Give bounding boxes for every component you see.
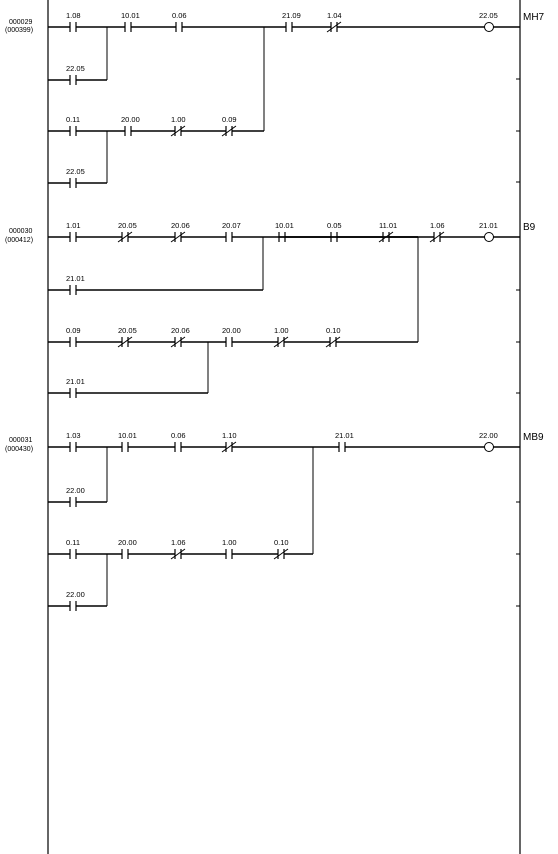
rung2-branch0-contact3-label: 1.10 [222, 431, 237, 440]
rung2-branch2-contact0-label: 0.11 [66, 538, 80, 547]
rung-step-0: 000029 [9, 19, 32, 26]
rung0-branch2-contact2-label: 1.00 [171, 115, 186, 124]
rung2-branch2-contact4-label: 0.10 [274, 538, 289, 547]
rung1-coil-label: 21.01 [479, 221, 498, 230]
rung0-series-contact1-nc-slash [326, 21, 342, 33]
rung2-branch1-contact0-label: 22.00 [66, 486, 85, 495]
rung1-branch2-contact2-nc-slash [170, 336, 186, 348]
rung0-branch2-contact0-label: 0.11 [66, 115, 80, 124]
rung0-series-contact0-label: 21.09 [282, 11, 301, 20]
rung1-series-contact0-label: 10.01 [275, 221, 294, 230]
rung0-branch0-contact2-label: 0.06 [172, 11, 187, 20]
rung0-coil-label: 22.05 [479, 11, 498, 20]
rung1-branch0-contact2-label: 20.06 [171, 221, 190, 230]
rung1-branch0-contact0-label: 1.01 [66, 221, 81, 230]
rung1-branch0-contact1-nc-slash [117, 231, 133, 243]
rung1-series-contact2-nc-slash [378, 231, 394, 243]
rung1-series-contact3-nc-slash [429, 231, 445, 243]
rung1-coil-circle [484, 232, 494, 242]
rung2-series-contact0-label: 21.01 [335, 431, 354, 440]
rung2-branch0-contact0-label: 1.03 [66, 431, 81, 440]
coil-comment-2: MB9 [523, 432, 544, 443]
rung1-branch2-contact5-nc-slash [325, 336, 341, 348]
rung-step-2: 000031 [9, 437, 32, 444]
rung1-branch0-contact2-nc-slash [170, 231, 186, 243]
rung2-branch0-contact3-nc-slash [221, 441, 237, 453]
rung1-series-contact3-label: 1.06 [430, 221, 445, 230]
rung0-branch1-contact0-label: 22.05 [66, 64, 85, 73]
rung0-branch0-contact1-label: 10.01 [121, 11, 140, 20]
rung1-branch2-contact2-label: 20.06 [171, 326, 190, 335]
rung2-branch3-contact0-label: 22.00 [66, 590, 85, 599]
rung-address-1: (000412) [5, 237, 33, 244]
rung2-coil-label: 22.00 [479, 431, 498, 440]
rung1-branch3-contact0-label: 21.01 [66, 377, 85, 386]
rung2-branch2-contact4-nc-slash [273, 548, 289, 560]
rung1-branch2-contact5-label: 0.10 [326, 326, 341, 335]
rung1-branch0-contact1-label: 20.05 [118, 221, 137, 230]
rung0-branch2-contact2-nc-slash [170, 125, 186, 137]
rung1-branch2-contact4-label: 1.00 [274, 326, 289, 335]
rung0-branch2-contact3-label: 0.09 [222, 115, 237, 124]
rung-address-0: (000399) [5, 27, 33, 34]
rung-address-2: (000430) [5, 446, 33, 453]
rung0-branch2-contact3-nc-slash [221, 125, 237, 137]
rung1-branch1-contact0-label: 21.01 [66, 274, 85, 283]
rung0-branch2-contact1-label: 20.00 [121, 115, 140, 124]
rung2-branch2-contact2-nc-slash [170, 548, 186, 560]
rung1-branch0-contact3-label: 20.07 [222, 221, 241, 230]
rung2-branch2-contact3-label: 1.00 [222, 538, 237, 547]
rung1-branch2-contact4-nc-slash [273, 336, 289, 348]
rung0-series-contact1-label: 1.04 [327, 11, 342, 20]
coil-comment-0: MH7 [523, 12, 545, 23]
rung-step-1: 000030 [9, 228, 32, 235]
rung1-branch2-contact3-label: 20.00 [222, 326, 241, 335]
rung1-branch2-contact0-label: 0.09 [66, 326, 81, 335]
rung2-branch2-contact2-label: 1.06 [171, 538, 186, 547]
coil-comment-1: B9 [523, 222, 536, 233]
rung2-branch2-contact1-label: 20.00 [118, 538, 137, 547]
rung0-branch0-contact0-label: 1.08 [66, 11, 81, 20]
rung1-series-contact1-label: 0.05 [327, 221, 342, 230]
rung1-branch2-contact1-label: 20.05 [118, 326, 137, 335]
rung2-branch0-contact2-label: 0.06 [171, 431, 186, 440]
rung1-branch2-contact1-nc-slash [117, 336, 133, 348]
rung1-series-contact2-label: 11.01 [379, 221, 397, 230]
rung0-branch3-contact0-label: 22.05 [66, 167, 85, 176]
rung2-coil-circle [484, 442, 494, 452]
rung2-branch0-contact1-label: 10.01 [118, 431, 137, 440]
rung0-coil-circle [484, 22, 494, 32]
